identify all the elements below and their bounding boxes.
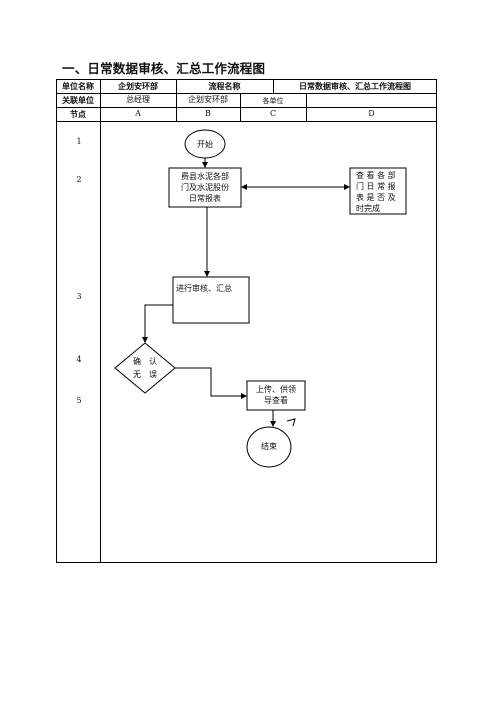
table-rule [273,79,274,93]
check-completion-text: 查 看 各 部 门 日 常 报 表 是 否 及 时完成 [356,170,402,214]
row-number: 3 [76,292,82,301]
row-number: 4 [76,355,82,364]
check-line: 时完成 [356,204,380,213]
check-completion-box [349,167,407,215]
flowchart-table [56,79,437,563]
check-line: 表 是 否 及 [356,193,396,202]
confirm-line: 确 认 [133,357,157,366]
related-units-label: 关联单位 [62,96,94,105]
review-summary-label: 进行审核、汇总 [176,284,232,293]
column-a: A [135,109,141,118]
arrow-review-to-confirm [142,304,173,343]
upload-box [246,380,306,411]
collect-reports-text: 费县水泥各部 门及水泥股份 日常报表 [169,171,241,204]
upload-line: 上传、供领 [256,385,296,394]
related-unit-a: 总经理 [126,95,150,104]
end-label: 结束 [261,442,277,451]
confirm-text: 确 认 无 误 [120,356,170,380]
check-line: 查 看 各 部 [356,171,396,180]
table-rule [56,107,437,108]
table-rule [306,93,307,121]
page-title: 一、日常数据审核、汇总工作流程图 [62,61,266,76]
collect-line: 门及水泥股份 [181,183,229,192]
node-label: 节点 [70,110,86,119]
collect-line: 费县水泥各部 [181,172,229,181]
pen-mark [286,418,296,427]
related-unit-c: 各单位 [262,97,284,105]
unit-name-label: 单位名称 [62,82,94,91]
row-number: 1 [76,137,82,146]
table-rule [56,93,437,94]
column-b: B [205,109,211,118]
upload-line: 导查看 [264,396,288,405]
confirm-line: 无 误 [133,370,157,379]
end-node [246,426,292,468]
collect-line: 日常报表 [189,194,221,203]
unit-name-value: 企划安环部 [118,82,158,91]
process-name-label: 流程名称 [208,82,241,91]
table-rule [56,121,437,122]
confirm-decision [114,342,176,394]
review-summary-box [172,276,250,324]
start-label: 开始 [197,140,213,149]
upload-text: 上传、供领 导查看 [247,384,305,406]
table-rule [176,79,177,121]
table-rule [100,79,101,563]
process-name-value: 日常数据审核、汇总工作流程图 [299,82,411,91]
column-d: D [368,109,375,118]
table-rule [240,93,241,121]
related-unit-b: 企划安环部 [188,95,228,104]
row-number: 2 [76,175,82,184]
check-line: 门 日 常 报 [356,182,396,191]
row-number: 5 [76,396,82,405]
arrow-confirm-to-upload [175,367,247,399]
column-c: C [269,109,277,118]
